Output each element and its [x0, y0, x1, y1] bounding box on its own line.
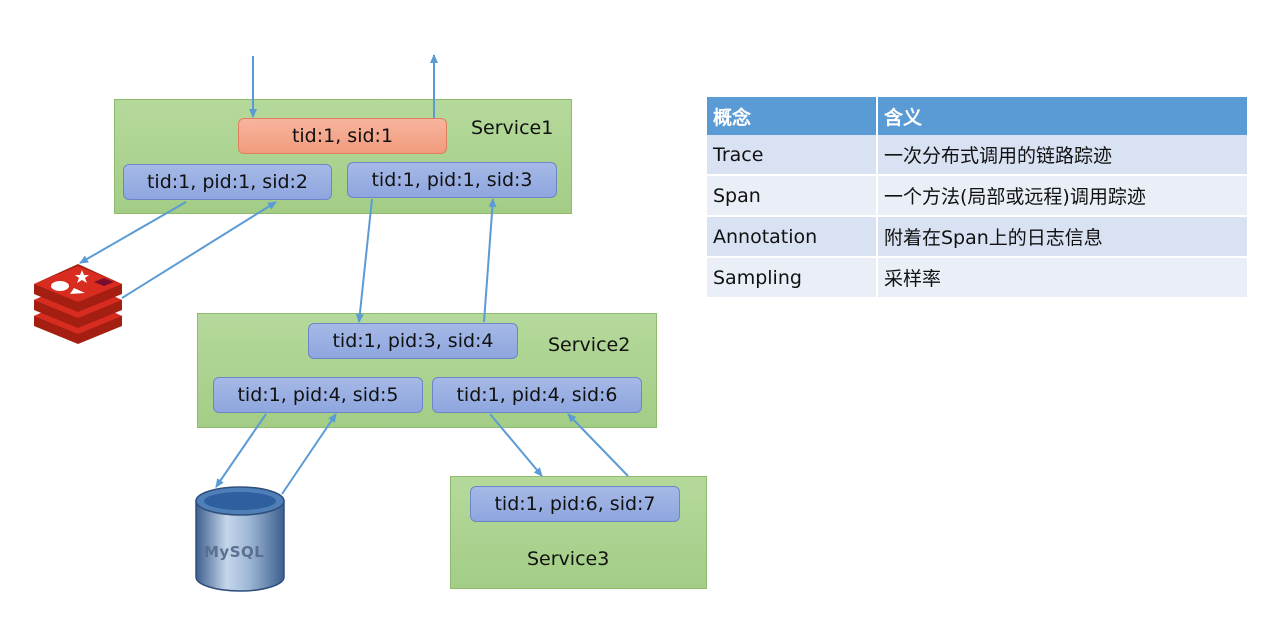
arrow-to-service2: [355, 198, 373, 323]
arrow-from-service3: [567, 413, 629, 477]
header-meaning: 含义: [877, 97, 1249, 135]
span-sid-7: tid:1, pid:6, sid:7: [470, 486, 680, 522]
concept-cell: Span: [707, 175, 878, 217]
table-row: Annotation 附着在Span上的日志信息: [707, 216, 1249, 258]
table-header-row: 概念 含义: [707, 97, 1249, 135]
span-sid-1: tid:1, sid:1: [238, 118, 447, 154]
span-sid-2: tid:1, pid:1, sid:2: [123, 164, 332, 200]
concept-cell: Trace: [707, 135, 878, 176]
meaning-cell: 采样率: [877, 257, 1249, 299]
concept-cell: Annotation: [707, 216, 878, 258]
mysql-label: MySQL: [204, 543, 265, 561]
service2-label: Service2: [548, 334, 631, 356]
header-concept: 概念: [707, 97, 878, 135]
span-sid-5: tid:1, pid:4, sid:5: [213, 377, 423, 413]
span-sid-6: tid:1, pid:4, sid:6: [432, 377, 642, 413]
arrow-to-service3: [489, 413, 543, 477]
arrow-to-redis: [79, 201, 187, 264]
span-sid-3: tid:1, pid:1, sid:3: [347, 162, 557, 198]
arrow-from-mysql: [281, 413, 337, 495]
service3-label: Service3: [527, 548, 610, 570]
span-sid-4: tid:1, pid:3, sid:4: [308, 323, 518, 359]
meaning-cell: 附着在Span上的日志信息: [877, 216, 1249, 258]
meaning-cell: 一个方法(局部或远程)调用踪迹: [877, 175, 1249, 217]
redis-icon: [34, 264, 122, 344]
concept-table: 概念 含义 Trace 一次分布式调用的链路踪迹 Span 一个方法(局部或远程…: [707, 97, 1249, 299]
arrow-from-service2: [483, 198, 497, 323]
table-row: Sampling 采样率: [707, 257, 1249, 299]
table-row: Span 一个方法(局部或远程)调用踪迹: [707, 175, 1249, 217]
concept-cell: Sampling: [707, 257, 878, 299]
table-row: Trace 一次分布式调用的链路踪迹: [707, 135, 1249, 176]
mysql-database-icon: [195, 486, 285, 592]
service1-label: Service1: [471, 117, 554, 139]
meaning-cell: 一次分布式调用的链路踪迹: [877, 135, 1249, 176]
arrow-from-redis: [121, 201, 277, 299]
arrow-to-mysql: [215, 413, 267, 488]
